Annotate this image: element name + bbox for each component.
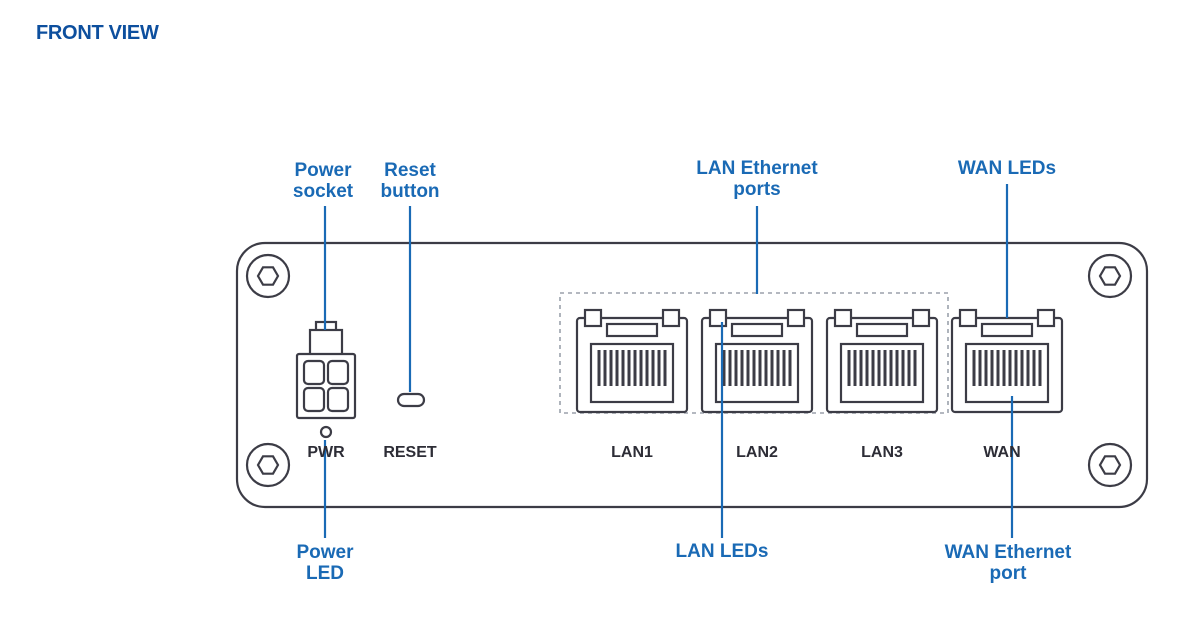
ethernet-port-lan3	[825, 308, 939, 414]
ethernet-port-wan	[950, 308, 1064, 414]
page-title: FRONT VIEW	[36, 22, 159, 44]
callout-reset-button: Reset button	[380, 160, 440, 202]
ethernet-port-lan1	[575, 308, 689, 414]
callout-lan-leds: LAN LEDs	[675, 541, 769, 562]
callout-power-led: Power LED	[296, 542, 354, 584]
label-wan: WAN	[983, 444, 1021, 461]
label-pwr: PWR	[307, 444, 345, 461]
label-lan3: LAN3	[861, 444, 903, 461]
callout-wan-ethernet-port: WAN Ethernet port	[944, 542, 1072, 584]
callout-power-socket: Power socket	[292, 160, 354, 202]
power-socket	[295, 320, 357, 420]
power-led	[319, 425, 333, 439]
label-reset: RESET	[383, 444, 437, 461]
label-lan1: LAN1	[611, 444, 653, 461]
callout-lan-ethernet-ports: LAN Ethernet ports	[696, 158, 818, 200]
lan-ports-group-outline	[559, 292, 949, 414]
reset-button-shape	[396, 392, 426, 408]
label-lan2: LAN2	[736, 444, 778, 461]
callout-wan-leds: WAN LEDs	[957, 158, 1057, 179]
ethernet-port-lan2	[700, 308, 814, 414]
